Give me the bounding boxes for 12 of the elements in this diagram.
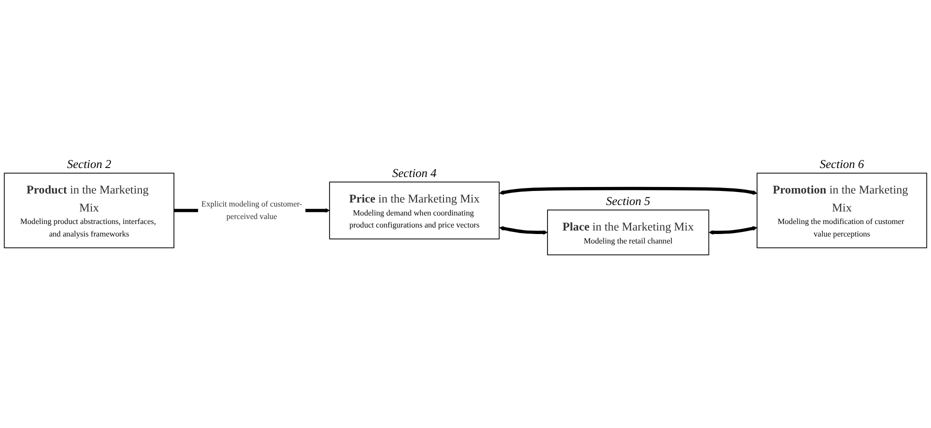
section-label: Section 4 bbox=[392, 166, 437, 182]
section-label: Section 2 bbox=[66, 157, 112, 172]
arrow bbox=[499, 186, 758, 195]
section-label: Section 6 bbox=[820, 157, 864, 172]
edge-label: Explicit modeling of customer-perceived value bbox=[201, 200, 302, 221]
section-label: Section 5 bbox=[606, 194, 650, 209]
node-box: Price in the Marketing Mix Modeling demand when coordinating product configurations and price vectors bbox=[329, 182, 500, 240]
node-box: Product in the Marketing Mix Modeling product abstractions, interfaces, and analysis frameworks bbox=[4, 172, 174, 248]
arrow bbox=[499, 226, 548, 235]
arrow bbox=[708, 226, 758, 235]
node-box: Promotion in the Marketing Mix Modeling the modification of customer value perceptions bbox=[756, 172, 928, 248]
node-box: Place in the Marketing Mix Modeling the retail channel bbox=[547, 210, 710, 256]
